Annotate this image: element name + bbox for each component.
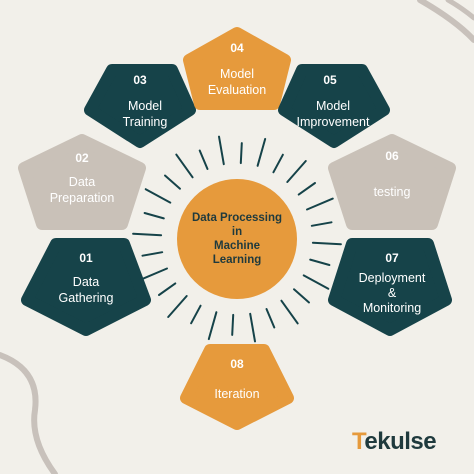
step-08-label-line1: Iteration (214, 387, 259, 401)
step-07-label-line3: Monitoring (363, 301, 421, 315)
sunburst-ray (302, 274, 330, 290)
step-06-number: 06 (385, 149, 399, 163)
step-06-pentagon (328, 134, 456, 230)
sunburst-ray (297, 182, 316, 196)
step-07-label-line1: Deployment (359, 271, 426, 285)
step-03-model-training: 03 Model Training (84, 64, 196, 148)
step-04-label-line2: Evaluation (208, 83, 266, 97)
sunburst-ray (164, 174, 181, 190)
step-07-deployment-monitoring: 07 Deployment & Monitoring (328, 238, 452, 336)
sunburst-ray (306, 197, 334, 211)
sunburst-ray (231, 313, 235, 336)
step-01-label-line2: Gathering (59, 291, 114, 305)
sunburst-ray (140, 267, 168, 281)
step-03-pentagon (84, 64, 196, 148)
step-07-number: 07 (385, 251, 399, 265)
step-05-number: 05 (323, 73, 337, 87)
sunburst-ray (310, 221, 333, 227)
sunburst-ray (286, 160, 307, 183)
sunburst-ray (158, 282, 177, 296)
step-07-label-line2: & (388, 286, 397, 300)
step-08-pentagon (180, 344, 294, 430)
step-05-label-line1: Model (316, 99, 350, 113)
step-06-label-line1: testing (374, 185, 411, 199)
step-05-pentagon (278, 64, 390, 148)
step-02-label-line2: Preparation (50, 191, 115, 205)
step-06-testing: 06 testing (328, 134, 456, 230)
step-01-pentagon (21, 238, 151, 336)
sunburst-ray (218, 135, 225, 166)
step-05-model-improvement: 05 Model Improvement (278, 64, 390, 148)
sunburst-ray (167, 295, 188, 318)
decorative-curve-top-right (417, 0, 474, 43)
step-03-label-line2: Training (123, 115, 168, 129)
sunburst-rays (132, 135, 342, 343)
sunburst-ray (190, 304, 202, 325)
sunburst-ray (249, 312, 256, 343)
step-02-label-line1: Data (69, 175, 95, 189)
step-08-iteration: 08 Iteration (180, 344, 294, 430)
step-04-number: 04 (230, 41, 244, 55)
step-03-number: 03 (133, 73, 147, 87)
step-04-model-evaluation: 04 Model Evaluation (183, 27, 291, 110)
sunburst-ray (144, 188, 172, 204)
sunburst-ray (293, 288, 310, 304)
step-01-data-gathering: 01 Data Gathering (21, 238, 151, 336)
sunburst-ray (265, 308, 276, 329)
center-label-line1: Data Processing (192, 212, 282, 224)
sunburst-ray (272, 153, 284, 174)
brand-logo-name: ekulse (364, 428, 437, 455)
step-01-number: 01 (79, 251, 93, 265)
sunburst-ray (280, 299, 299, 325)
step-02-number: 02 (75, 151, 89, 165)
sunburst-ray (309, 258, 331, 266)
step-05-label-line2: Improvement (297, 115, 370, 129)
center-label-line2: in (232, 226, 242, 238)
sunburst-ray (198, 149, 209, 170)
step-04-label-line1: Model (220, 67, 254, 81)
sunburst-ray (256, 137, 267, 167)
step-07-pentagon (328, 238, 452, 336)
brand-logo: Tekulse (352, 428, 437, 456)
sunburst-ray (207, 311, 218, 341)
sunburst-ray (141, 251, 164, 257)
step-03-label-line1: Model (128, 99, 162, 113)
center-label-line3: Machine (214, 240, 260, 252)
step-02-pentagon (18, 134, 146, 230)
step-01-label-line1: Data (73, 275, 99, 289)
center-circle (177, 179, 297, 299)
step-08-number: 08 (230, 357, 244, 371)
decorative-curve-top-right-2 (445, 0, 474, 21)
decorative-curve-bottom-left (0, 352, 58, 474)
sunburst-ray (143, 212, 165, 220)
center-label-line4: Learning (213, 254, 262, 266)
sunburst-ray (132, 232, 163, 237)
step-04-pentagon (183, 27, 291, 110)
sunburst-ray (175, 153, 194, 179)
sunburst-ray (239, 142, 243, 165)
step-02-data-preparation: 02 Data Preparation (18, 134, 146, 230)
sunburst-ray (311, 241, 342, 246)
brand-logo-mark: T (352, 428, 365, 455)
